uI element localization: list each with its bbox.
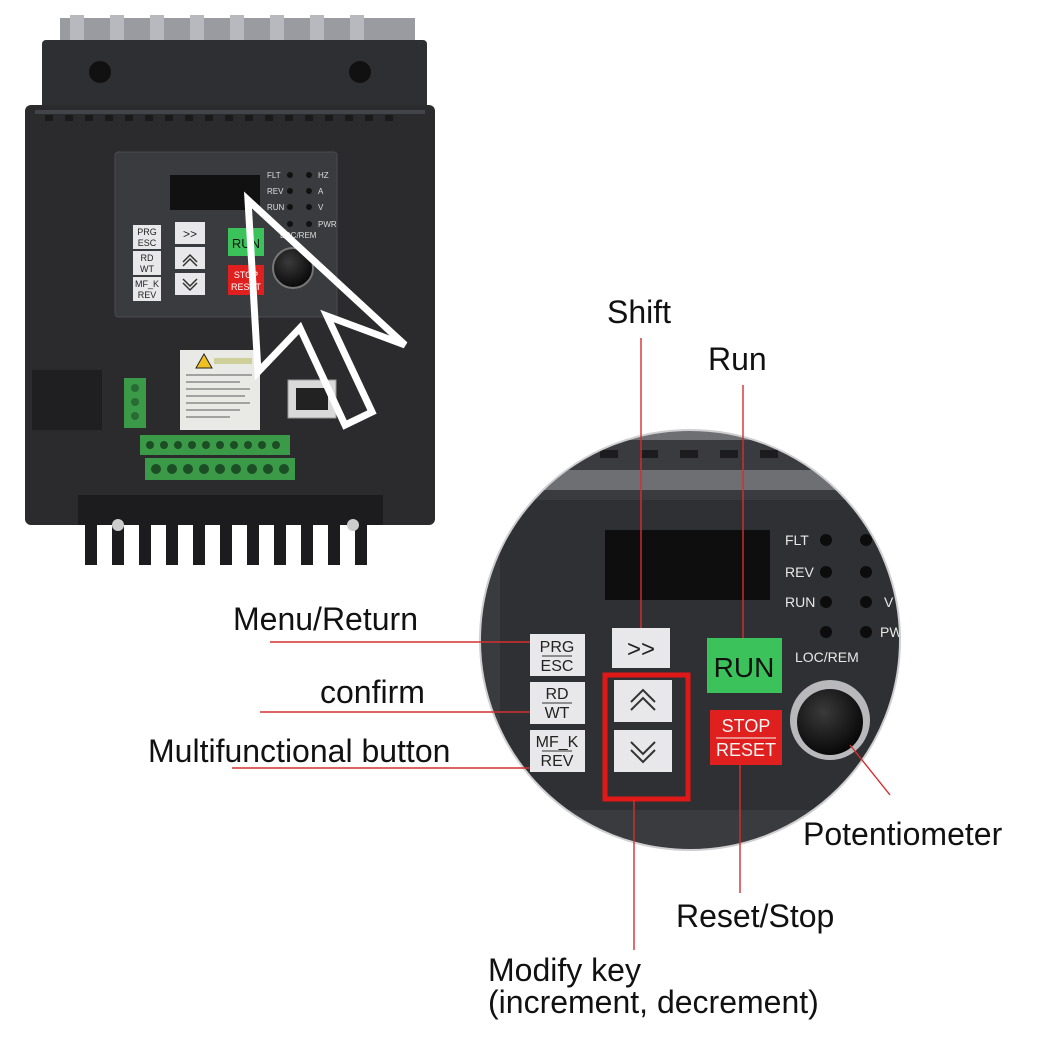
pointer-arrow-icon [244,191,408,430]
unit-prg-esc-key[interactable] [133,225,161,249]
unit-rd-label: RD [141,253,154,263]
unit-mf-label: MF_K [135,279,159,289]
callout-menu-return: Menu/Return [233,601,418,637]
zoom-prg-label: PRG [540,639,575,656]
zoom-indicator-run: RUN [785,594,815,610]
zoom-rev-label: REV [541,753,574,770]
zoom-run-label: RUN [714,652,775,683]
unit-unit-v: V [318,203,324,212]
top-heatsink [42,15,427,120]
mount-hole-right [349,61,371,83]
zoom-run-key[interactable] [707,638,782,693]
zoom-wt-label: WT [545,705,570,722]
unit-shift-label: >> [183,227,197,241]
zoom-indicator-flt: FLT [785,532,809,548]
unit-prg-label: PRG [137,227,157,237]
zoom-shift-label: >> [627,636,655,663]
zoom-unit-pw: PW [880,624,903,640]
zoom-loc-rem: LOC/REM [795,649,859,665]
unit-loc-rem: LOC/REM [280,231,317,240]
callout-modify-line2: (increment, decrement) [488,984,819,1020]
unit-unit-pwr: PWR [318,220,337,229]
leader-lines [232,338,891,950]
unit-keypad-panel: FLT REV RUN HZ A V PWR LOC/REM PRG ESC R [114,151,338,318]
zoom-mf-label: MF_K [536,734,579,751]
unit-up-chevron-icon [182,253,198,267]
callout-run: Run [708,341,767,377]
unit-rev-label: REV [138,290,157,300]
bottom-heatsink [78,495,383,565]
zoom-prg-esc-key[interactable] [530,634,585,676]
zoom-reset-label: RESET [716,740,776,760]
zoom-shift-key[interactable] [612,628,670,668]
unit-esc-label: ESC [138,238,157,248]
unit-run-key[interactable] [228,228,264,256]
unit-stop-label: STOP [234,270,258,280]
unit-wt-label: WT [140,264,154,274]
callout-modify-line1: Modify key [488,952,641,988]
zoom-down-chevron-icon [630,741,656,764]
vent-slots [45,115,393,121]
unit-stop-key[interactable] [228,265,264,295]
inverter-unit: FLT REV RUN HZ A V PWR LOC/REM PRG ESC R [25,15,435,565]
modify-key-highlight-box [602,672,691,802]
unit-indicator-run: RUN [267,203,285,212]
zoom-up-key[interactable] [614,680,672,722]
unit-down-key[interactable] [175,273,205,295]
callout-reset-stop: Reset/Stop [676,898,835,934]
unit-unit-a: A [318,187,324,196]
zoom-rd-label: RD [545,686,568,703]
zoom-up-chevron-icon [630,688,656,711]
potentiometer-leader [849,744,891,796]
zoom-magnifier: FLT REV RUN V PW LOC/REM PRG ESC RD WT [479,429,903,851]
zoom-unit-v: V [884,594,894,610]
unit-mf-rev-key[interactable] [133,277,161,301]
unit-run-label: RUN [232,236,260,251]
mount-hole-left [89,61,111,83]
unit-indicator-flt: FLT [267,171,281,180]
terminal-block [140,435,295,480]
callout-confirm: confirm [320,674,425,710]
zoom-potentiometer-knob[interactable] [797,689,863,755]
warning-sticker [180,350,260,430]
callout-shift: Shift [607,294,672,330]
unit-shift-key[interactable] [175,222,205,244]
warning-triangle-icon [195,352,213,369]
unit-down-chevron-icon [182,278,198,292]
unit-indicator-rev: REV [267,187,284,196]
zoom-display [605,530,770,600]
zoom-down-key[interactable] [614,730,672,772]
unit-potentiometer-knob[interactable] [272,247,314,289]
zoom-indicator-rev: REV [785,564,814,580]
callout-multifunctional: Multifunctional button [148,733,451,769]
unit-unit-hz: HZ [318,171,329,180]
zoom-stop-label: STOP [722,716,771,736]
unit-reset-label: RESET [231,282,262,292]
unit-rd-wt-key[interactable] [133,251,161,275]
zoom-esc-label: ESC [541,658,574,675]
callout-potentiometer: Potentiometer [803,816,1003,852]
